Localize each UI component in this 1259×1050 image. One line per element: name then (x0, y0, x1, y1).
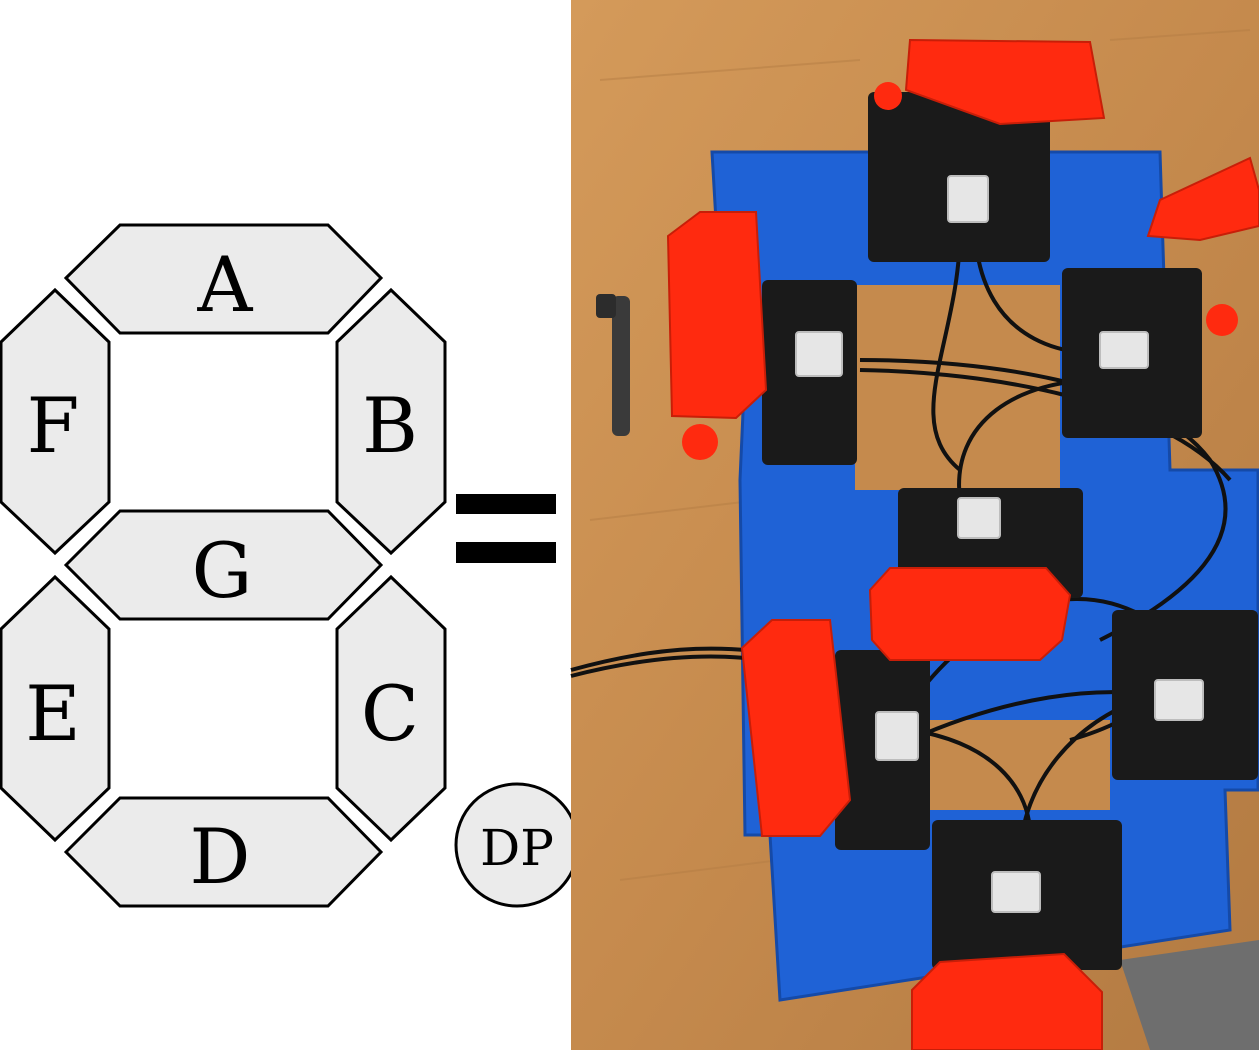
red-flaps (666, 38, 1259, 1050)
segment-f (0, 287, 111, 556)
segment-g-label: G (192, 526, 253, 615)
screwdriver-bit (596, 294, 630, 436)
mechanical-display-photo (570, 0, 1259, 1050)
segment-g (63, 509, 384, 621)
segment-dp-label: DP (480, 819, 554, 877)
segment-dp (454, 782, 571, 908)
segment-diagram: A B C D E F G DP (0, 223, 571, 908)
segment-c-label: C (361, 669, 419, 758)
equals-sign (456, 494, 556, 563)
segment-e-label: E (25, 669, 80, 758)
segment-b-label: B (362, 381, 418, 470)
segment-e (0, 574, 111, 843)
segment-c (335, 574, 447, 843)
segment-a-label: A (197, 240, 254, 329)
segment-a (63, 223, 384, 335)
segment-f-label: F (27, 381, 80, 470)
segment-d-label: D (190, 812, 251, 901)
servo-connectors (795, 175, 1204, 913)
segment-d (63, 796, 384, 908)
segment-b (335, 287, 447, 556)
